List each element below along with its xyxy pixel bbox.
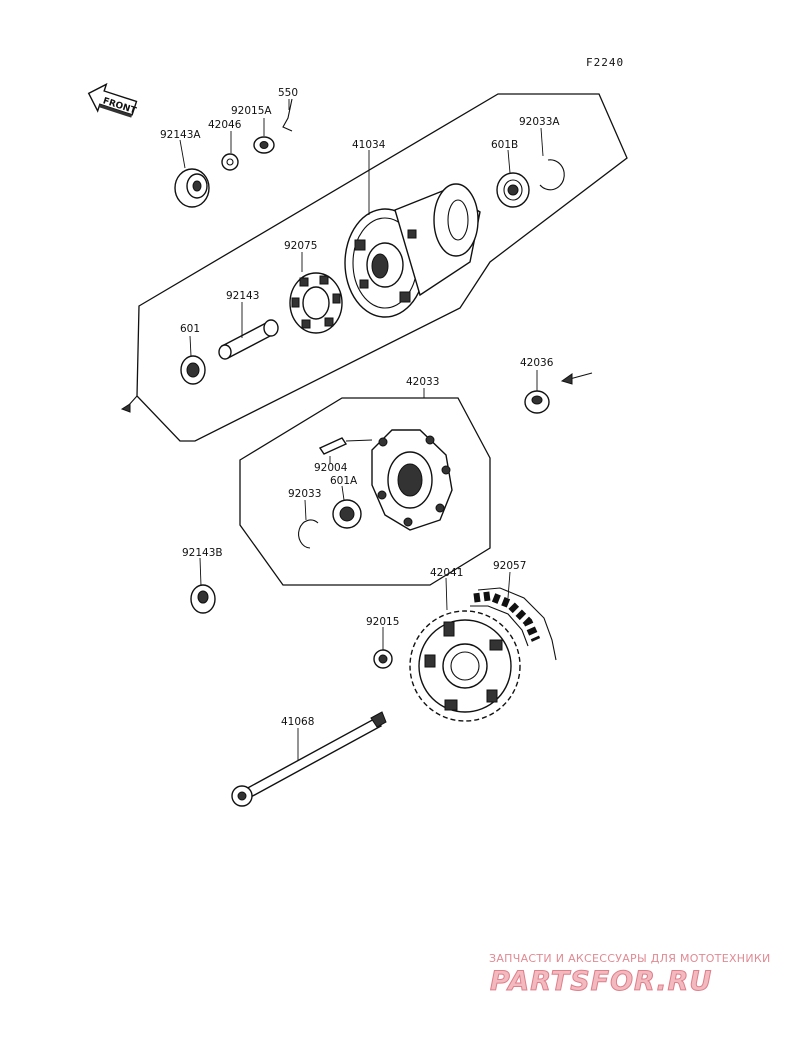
bearing-601-icon: [180, 355, 206, 385]
part-label-601a: 601A: [330, 475, 358, 487]
sprocket-icon: [409, 610, 521, 722]
watermark-logo: PARTSFOR.RU: [489, 966, 713, 998]
part-label-92033a: 92033A: [519, 116, 560, 128]
part-label-92015: 92015: [366, 616, 399, 628]
part-label-550: 550: [278, 87, 298, 99]
washer-icon: [221, 153, 239, 171]
circlip-92033a-icon: [539, 159, 565, 191]
part-label-92143b: 92143B: [182, 547, 223, 559]
part-label-92015a: 92015A: [231, 105, 272, 117]
bearing-601a-icon: [332, 499, 362, 529]
watermark-tagline: ЗАПЧАСТИ И АКСЕССУАРЫ ДЛЯ МОТОТЕХНИКИ: [489, 952, 771, 965]
spacer-icon: [218, 319, 279, 360]
nut-92015-icon: [373, 649, 393, 669]
part-label-42041: 42041: [430, 567, 463, 579]
stud-icon: [318, 437, 373, 455]
front-arrow-icon: FRONT: [87, 82, 138, 118]
chain-icon: [470, 587, 557, 661]
collar-icon: [174, 168, 210, 208]
carrier-group-frame: [239, 397, 491, 586]
cotter-pin-icon: [282, 98, 293, 132]
arrow-right-icon: [560, 373, 573, 385]
damper-icon: [289, 272, 343, 334]
part-label-42033: 42033: [406, 376, 439, 388]
part-label-92075: 92075: [284, 240, 317, 252]
part-label-41034: 41034: [352, 139, 386, 151]
part-label-42046: 42046: [208, 119, 242, 131]
part-label-92004: 92004: [314, 462, 348, 474]
castle-nut-icon: [253, 136, 275, 154]
collar-92143b-icon: [190, 584, 216, 614]
hub-group-frame: [136, 93, 628, 442]
rear-hub-icon: [344, 183, 481, 318]
part-label-92143: 92143: [226, 290, 259, 302]
figure-code: F2240: [586, 56, 624, 69]
part-label-42036: 42036: [520, 357, 554, 369]
sprocket-carrier-icon: [371, 429, 453, 531]
part-label-601b: 601B: [491, 139, 518, 151]
part-label-41068: 41068: [281, 716, 314, 728]
part-label-92143a: 92143A: [160, 129, 201, 141]
part-label-92057: 92057: [493, 560, 526, 572]
arrow-left-icon: [120, 403, 131, 413]
circlip-92033-icon: [298, 519, 319, 549]
axle-icon: [231, 711, 387, 807]
part-label-92033: 92033: [288, 488, 321, 500]
bearing-601b-icon: [496, 172, 530, 208]
part-label-601: 601: [180, 323, 200, 335]
collar-42036-icon: [524, 390, 550, 414]
